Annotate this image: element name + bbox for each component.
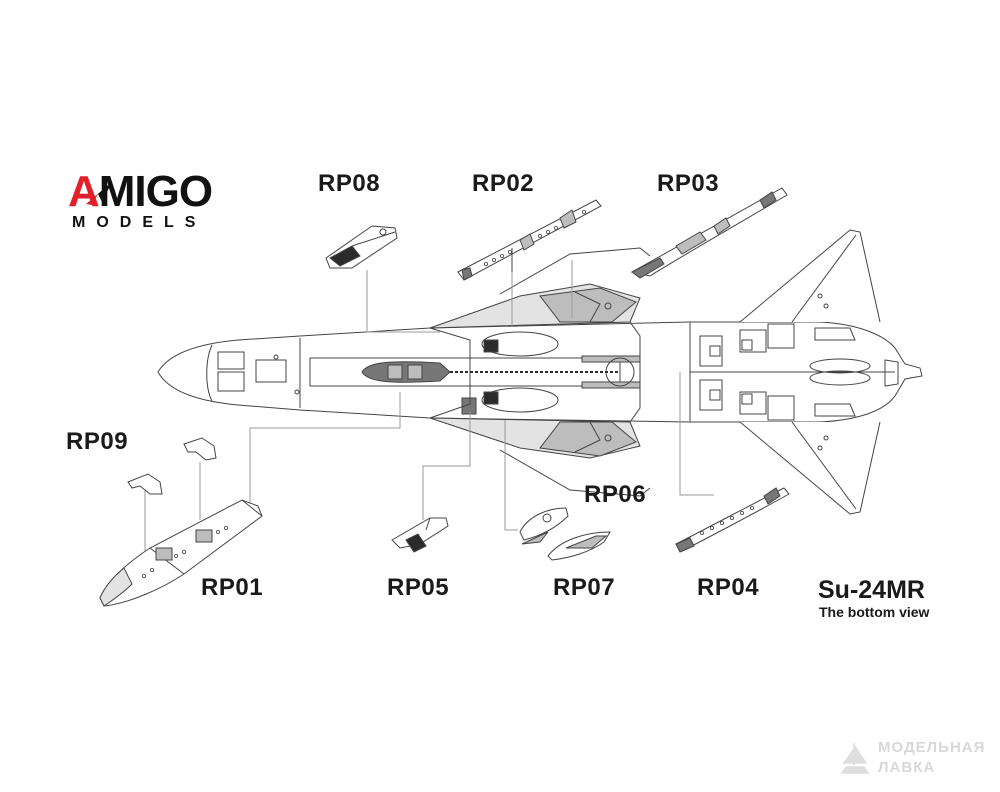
part-rp01 — [99, 499, 263, 607]
part-rp03 — [630, 187, 788, 279]
label-rp03: RP03 — [657, 170, 720, 197]
model-title: Su-24MR — [818, 576, 925, 604]
watermark-line2: ЛАВКА — [878, 759, 936, 776]
logo-subtitle: MODELS — [72, 214, 207, 231]
ship-icon — [840, 742, 870, 774]
part-rp06 — [519, 507, 569, 545]
logo-wordmark: AMIGO — [68, 167, 213, 216]
label-rp01: RP01 — [201, 574, 264, 601]
label-rp08: RP08 — [318, 170, 381, 197]
label-rp05: RP05 — [387, 574, 450, 601]
part-rp07 — [547, 531, 611, 561]
logo-letter-a: A — [68, 167, 100, 216]
logo-letters-migo: MIGO — [98, 167, 213, 216]
watermark: МОДЕЛЬНАЯ ЛАВКА — [838, 737, 988, 781]
model-subtitle: The bottom view — [819, 604, 930, 620]
part-rp05 — [391, 517, 449, 553]
part-rp02 — [457, 199, 602, 281]
brand-logo: AMIGO MODELS — [68, 168, 253, 238]
part-rp08 — [325, 225, 398, 269]
part-rp04 — [675, 487, 790, 553]
label-rp06: RP06 — [584, 481, 647, 508]
label-rp07: RP07 — [553, 574, 616, 601]
arrow-plane-icon — [86, 182, 112, 205]
leader-lines — [144, 260, 714, 556]
label-rp09: RP09 — [66, 428, 129, 455]
label-rp04: RP04 — [697, 574, 760, 601]
watermark-line1: МОДЕЛЬНАЯ — [878, 739, 986, 756]
label-rp02: RP02 — [472, 170, 535, 197]
part-rp09 — [127, 437, 217, 495]
aircraft-outline — [157, 229, 923, 515]
